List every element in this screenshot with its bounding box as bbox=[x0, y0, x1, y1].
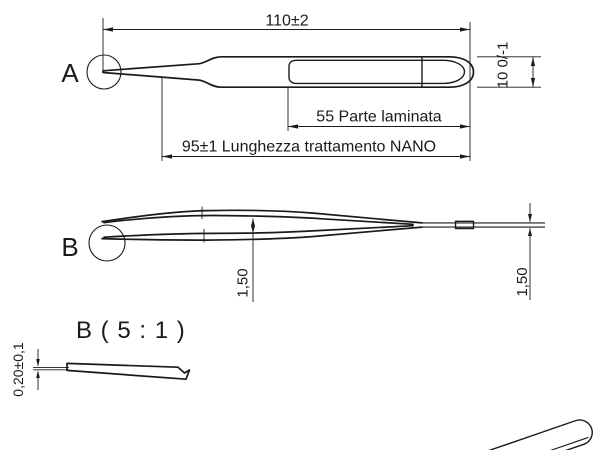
arrowhead bbox=[460, 124, 470, 129]
arrowhead bbox=[251, 225, 255, 234]
dim-arm-gap-label: 1,50 bbox=[235, 268, 252, 297]
arrowhead bbox=[288, 124, 298, 129]
dim-width-label: 10 0/-1 bbox=[495, 42, 512, 89]
dim-overall-length-label: 110±2 bbox=[265, 13, 308, 30]
detail-callout-circle-a bbox=[86, 54, 122, 90]
top-view: A 110±2 10 0/-1 55 Parte laminata bbox=[61, 13, 541, 161]
detail-view-title: B ( 5 : 1 ) bbox=[76, 317, 186, 344]
dim-laminated-label: 55 Parte laminata bbox=[316, 109, 442, 126]
detail-view-b51: B ( 5 : 1 ) 0,20±0,1 bbox=[10, 317, 191, 397]
dim-tip-thickness-label: 0,20±0,1 bbox=[10, 342, 26, 397]
arrowhead bbox=[460, 154, 470, 159]
view-label-b: B bbox=[61, 232, 78, 262]
side-view: B 1,50 1,50 bbox=[61, 203, 545, 302]
arrowhead bbox=[528, 228, 532, 236]
arrowhead bbox=[530, 57, 536, 66]
arrowhead bbox=[162, 154, 172, 159]
lower-arm-bottom-edge bbox=[101, 226, 423, 241]
weld-mark-rectangle bbox=[454, 220, 475, 230]
side-view-dimensions: 1,50 1,50 bbox=[235, 203, 532, 302]
arrowhead bbox=[103, 27, 113, 32]
arrowhead bbox=[530, 78, 536, 87]
tip-wedge-outline bbox=[66, 362, 191, 381]
handle-end-capsule-outline bbox=[471, 419, 593, 450]
arrowhead bbox=[460, 27, 470, 32]
upper-arm-bottom-edge bbox=[103, 214, 414, 226]
detail-view-dimensions: 0,20±0,1 bbox=[10, 342, 40, 397]
arrowhead bbox=[36, 370, 40, 378]
handle-end-inner-line bbox=[480, 436, 589, 450]
arrowhead bbox=[251, 218, 255, 226]
detail-callout-circle-b bbox=[88, 224, 126, 262]
view-label-a: A bbox=[61, 58, 79, 88]
dim-end-thickness-label: 1,50 bbox=[514, 267, 531, 296]
top-view-body-outline bbox=[102, 55, 475, 89]
top-view-laminated-contour bbox=[288, 59, 466, 85]
lower-arm-top-edge bbox=[103, 224, 414, 239]
upper-arm-top-edge bbox=[101, 209, 423, 224]
arrowhead bbox=[36, 359, 40, 367]
arrowhead bbox=[528, 214, 532, 222]
top-view-dimensions: 110±2 10 0/-1 55 Parte laminata 95±1 Lun… bbox=[102, 13, 541, 161]
corner-partial-view bbox=[471, 419, 593, 450]
dim-nano-label: 95±1 Lunghezza trattamento NANO bbox=[182, 139, 436, 156]
